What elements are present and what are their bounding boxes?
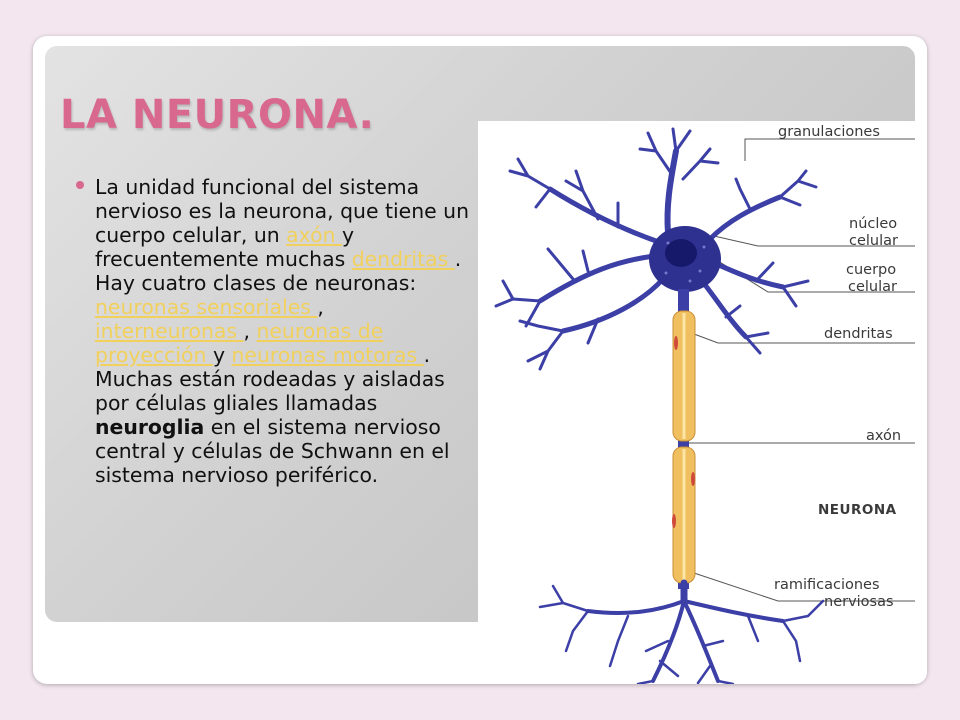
text-segment: en el sistema nervioso central y células… xyxy=(95,415,450,487)
terminal-branches xyxy=(538,579,825,684)
label-nucleo: núcleo xyxy=(849,216,898,232)
link-neuronas-motoras[interactable]: neuronas motoras xyxy=(231,343,424,367)
link-axon[interactable]: axón xyxy=(286,223,342,247)
text-segment: . Hay cuatro clases de neuronas: xyxy=(95,247,462,295)
leader-lines xyxy=(683,138,915,602)
text-segment: , xyxy=(317,295,324,319)
slide-title: LA NEURONA. xyxy=(60,92,375,138)
label-celular: celular xyxy=(849,233,898,249)
text-segment: y xyxy=(212,343,232,367)
link-dendritas[interactable]: dendritas xyxy=(351,247,455,271)
bullet-dot xyxy=(76,181,84,189)
neuron-diagram: granulaciones núcleo celular cuerpo celu… xyxy=(478,121,927,684)
text-segment: . Muchas están rodeadas y aisladas por c… xyxy=(95,343,445,415)
text-segment: , xyxy=(243,319,257,343)
dendrites xyxy=(494,127,818,371)
cell-body xyxy=(649,226,721,292)
label-neurona: NEURONA xyxy=(818,502,897,518)
label-nerviosas: nerviosas xyxy=(824,594,894,610)
text-segment: y frecuentemente muchas xyxy=(95,223,355,271)
link-neuronas-proyeccion[interactable]: neuronas de proyección xyxy=(95,319,384,367)
link-interneuronas[interactable]: interneuronas xyxy=(95,319,244,343)
neuroglia-term: neuroglia xyxy=(95,415,205,439)
axon xyxy=(672,289,696,589)
neuron-illustration xyxy=(494,127,915,684)
text-segment: La unidad funcional del sistema nervioso… xyxy=(95,175,470,247)
link-neuronas-sensoriales[interactable]: neuronas sensoriales xyxy=(95,295,318,319)
label-dendritas: dendritas xyxy=(824,326,893,342)
label-granulaciones: granulaciones xyxy=(778,124,880,140)
label-ramificaciones: ramificaciones xyxy=(774,577,880,593)
body-paragraph: La unidad funcional del sistema nervioso… xyxy=(95,175,470,487)
label-axon: axón xyxy=(866,428,902,444)
label-celular-2: celular xyxy=(848,279,897,295)
label-cuerpo: cuerpo xyxy=(846,262,897,278)
